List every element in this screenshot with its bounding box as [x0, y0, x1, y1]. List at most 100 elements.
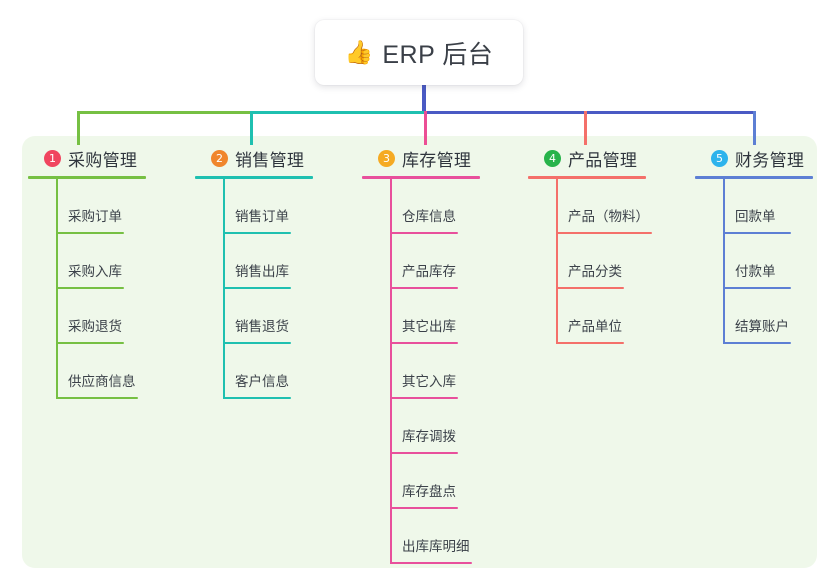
branch-item[interactable]: 付款单: [695, 234, 813, 289]
branch-item-label: 客户信息: [235, 374, 289, 389]
branch-item-rule: [390, 507, 458, 509]
branch-item-label: 回款单: [735, 209, 776, 224]
branch-number-badge: 4: [544, 149, 561, 167]
branch-item-label: 销售出库: [235, 264, 289, 279]
branch-item[interactable]: 结算账户: [695, 289, 813, 344]
branch-items: 回款单付款单结算账户: [695, 179, 813, 344]
branch-item[interactable]: 销售出库: [195, 234, 313, 289]
branch-item-rule: [556, 232, 652, 234]
thumbs-up-icon: 👍: [344, 39, 374, 65]
branch-item-rule: [223, 397, 291, 399]
root-title: ERP 后台: [382, 40, 494, 69]
branch-header-rule: [195, 176, 313, 179]
branch-header-rule: [362, 176, 480, 179]
branch-item[interactable]: 销售退货: [195, 289, 313, 344]
branch-item[interactable]: 产品单位: [528, 289, 646, 344]
branch-item-label: 销售订单: [235, 209, 289, 224]
branch-header-rule: [695, 176, 813, 179]
branch-item-rule: [390, 342, 458, 344]
branch-drop-2: [250, 111, 253, 145]
branch-item[interactable]: 库存盘点: [362, 454, 480, 509]
branch-spine: [390, 179, 392, 564]
branch-item-rule: [223, 287, 291, 289]
branch-item-rule: [56, 342, 124, 344]
branch-items: 仓库信息产品库存其它出库其它入库库存调拨库存盘点出库库明细: [362, 179, 480, 564]
branch-item[interactable]: 产品库存: [362, 234, 480, 289]
branch-item-label: 采购订单: [68, 209, 122, 224]
branch-item[interactable]: 出库库明细: [362, 509, 480, 564]
branch-item-rule: [390, 562, 472, 564]
branch-item[interactable]: 仓库信息: [362, 179, 480, 234]
branch-item-rule: [390, 232, 458, 234]
branch-item-rule: [390, 452, 458, 454]
branch-item-rule: [390, 287, 458, 289]
branches-panel: [22, 136, 817, 568]
branch-spine: [556, 179, 558, 344]
branch-item[interactable]: 采购订单: [28, 179, 146, 234]
branch-header-3[interactable]: 3 库存管理: [362, 145, 480, 171]
branch-item[interactable]: 其它入库: [362, 344, 480, 399]
branch-item-label: 销售退货: [235, 319, 289, 334]
branch-number-badge: 5: [711, 149, 728, 167]
branch-drop-3: [424, 111, 427, 145]
branch-item[interactable]: 回款单: [695, 179, 813, 234]
root-trunk-upper: [422, 85, 426, 114]
branch-drop-4: [584, 111, 587, 145]
branch-item[interactable]: 产品（物料）: [528, 179, 652, 234]
branch-item-rule: [556, 342, 624, 344]
root-node[interactable]: 👍 ERP 后台: [315, 20, 523, 85]
branch-title: 库存管理: [402, 150, 472, 170]
branch-column-4: 4 产品管理产品（物料） 产品分类产品单位: [528, 145, 652, 344]
branch-item[interactable]: 库存调拨: [362, 399, 480, 454]
branch-drop-1: [77, 111, 80, 145]
branch-drop-5: [753, 111, 756, 145]
branch-item-rule: [223, 342, 291, 344]
branch-item[interactable]: 采购退货: [28, 289, 146, 344]
branch-item[interactable]: 客户信息: [195, 344, 313, 399]
branch-items: 采购订单采购入库采购退货供应商信息: [28, 179, 146, 399]
branch-item-rule: [390, 397, 458, 399]
branch-number-badge: 3: [378, 149, 395, 167]
branch-item[interactable]: 采购入库: [28, 234, 146, 289]
branch-item-rule: [723, 342, 791, 344]
branch-title: 产品管理: [568, 150, 638, 170]
branch-item-rule: [223, 232, 291, 234]
branch-item-rule: [723, 287, 791, 289]
branch-column-5: 5 财务管理回款单付款单结算账户: [695, 145, 813, 344]
branch-item-label: 产品分类: [568, 264, 622, 279]
branch-item-rule: [556, 287, 624, 289]
branch-header-5[interactable]: 5 财务管理: [695, 145, 813, 171]
branch-spine: [223, 179, 225, 399]
branch-item[interactable]: 销售订单: [195, 179, 313, 234]
branch-item-label: 其它出库: [402, 319, 456, 334]
branch-item-label: 出库库明细: [402, 539, 470, 554]
branch-item-label: 供应商信息: [68, 374, 136, 389]
branch-item-label: 库存盘点: [402, 484, 456, 499]
branch-item-label: 结算账户: [735, 319, 789, 334]
branch-item-label: 采购入库: [68, 264, 122, 279]
branch-item[interactable]: 供应商信息: [28, 344, 146, 399]
branch-spine: [56, 179, 58, 399]
branch-item-label: 库存调拨: [402, 429, 456, 444]
branch-item-label: 仓库信息: [402, 209, 456, 224]
branch-spine: [723, 179, 725, 344]
branch-header-4[interactable]: 4 产品管理: [528, 145, 646, 171]
branch-item-label: 采购退货: [68, 319, 122, 334]
branch-column-3: 3 库存管理仓库信息产品库存其它出库其它入库库存调拨库存盘点出库库明细: [362, 145, 480, 564]
branch-title: 采购管理: [68, 150, 138, 170]
branch-header-rule: [28, 176, 146, 179]
bus-segment-2: [250, 111, 427, 114]
branch-title: 财务管理: [735, 150, 805, 170]
branch-item-label: 产品库存: [402, 264, 456, 279]
bus-segment-3: [424, 111, 756, 114]
branch-item-rule: [723, 232, 791, 234]
branch-item[interactable]: 其它出库: [362, 289, 480, 344]
branch-item-rule: [56, 232, 124, 234]
branch-item[interactable]: 产品分类: [528, 234, 646, 289]
branch-items: 销售订单销售出库销售退货客户信息: [195, 179, 313, 399]
